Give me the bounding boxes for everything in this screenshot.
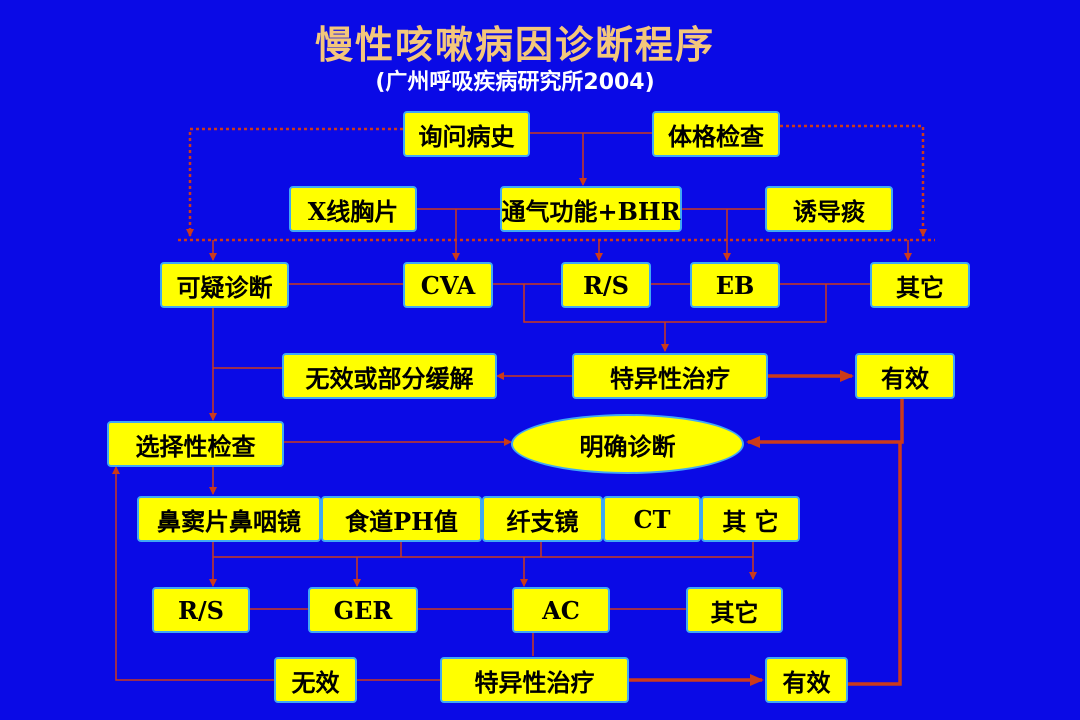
node-ger: GER: [308, 587, 418, 633]
node-selective-exam: 选择性检查: [107, 421, 284, 467]
node-specific-treatment-2: 特异性治疗: [440, 657, 629, 703]
node-cva: CVA: [403, 262, 493, 308]
node-ac: AC: [512, 587, 610, 633]
node-other-top: 其它: [870, 262, 970, 308]
node-ventilation-bhr: 通气功能+BHR: [500, 186, 682, 232]
node-suspected-diagnosis: 可疑诊断: [160, 262, 289, 308]
node-history: 询问病史: [403, 111, 530, 157]
node-rs-bottom: R/S: [152, 587, 250, 633]
node-bronchoscope: 纤支镜: [482, 496, 603, 542]
page-title: 慢性咳嗽病因诊断程序: [314, 23, 715, 67]
node-sinus-nasopharyngoscope: 鼻窦片鼻咽镜: [137, 496, 321, 542]
node-eb: EB: [690, 262, 780, 308]
node-other-mid: 其 它: [701, 496, 800, 542]
node-induced-sputum: 诱导痰: [765, 186, 893, 232]
node-ineffective: 无效: [274, 657, 357, 703]
node-esophageal-ph: 食道PH值: [321, 496, 482, 542]
conn-dotted-left: [186, 127, 403, 237]
node-other-bottom: 其它: [686, 587, 783, 633]
node-rs-top: R/S: [561, 262, 651, 308]
node-effective-1: 有效: [855, 353, 955, 399]
node-ct: CT: [603, 496, 701, 542]
node-physical-exam: 体格检查: [652, 111, 780, 157]
conn-bracket: [523, 284, 827, 323]
conn-dotted-right: [780, 124, 927, 237]
conn-effective2-up: [848, 442, 902, 686]
page-subtitle: (广州呼吸疾病研究所2004): [375, 70, 655, 95]
node-effective-2: 有效: [765, 657, 848, 703]
node-confirmed-diagnosis: 明确诊断: [511, 414, 744, 474]
node-ineffective-partial: 无效或部分缓解: [282, 353, 497, 399]
node-specific-treatment-1: 特异性治疗: [572, 353, 768, 399]
node-xray: X线胸片: [289, 186, 417, 232]
conn-effective1-confirmed: [746, 398, 904, 448]
conn-loop-back: [112, 466, 274, 681]
